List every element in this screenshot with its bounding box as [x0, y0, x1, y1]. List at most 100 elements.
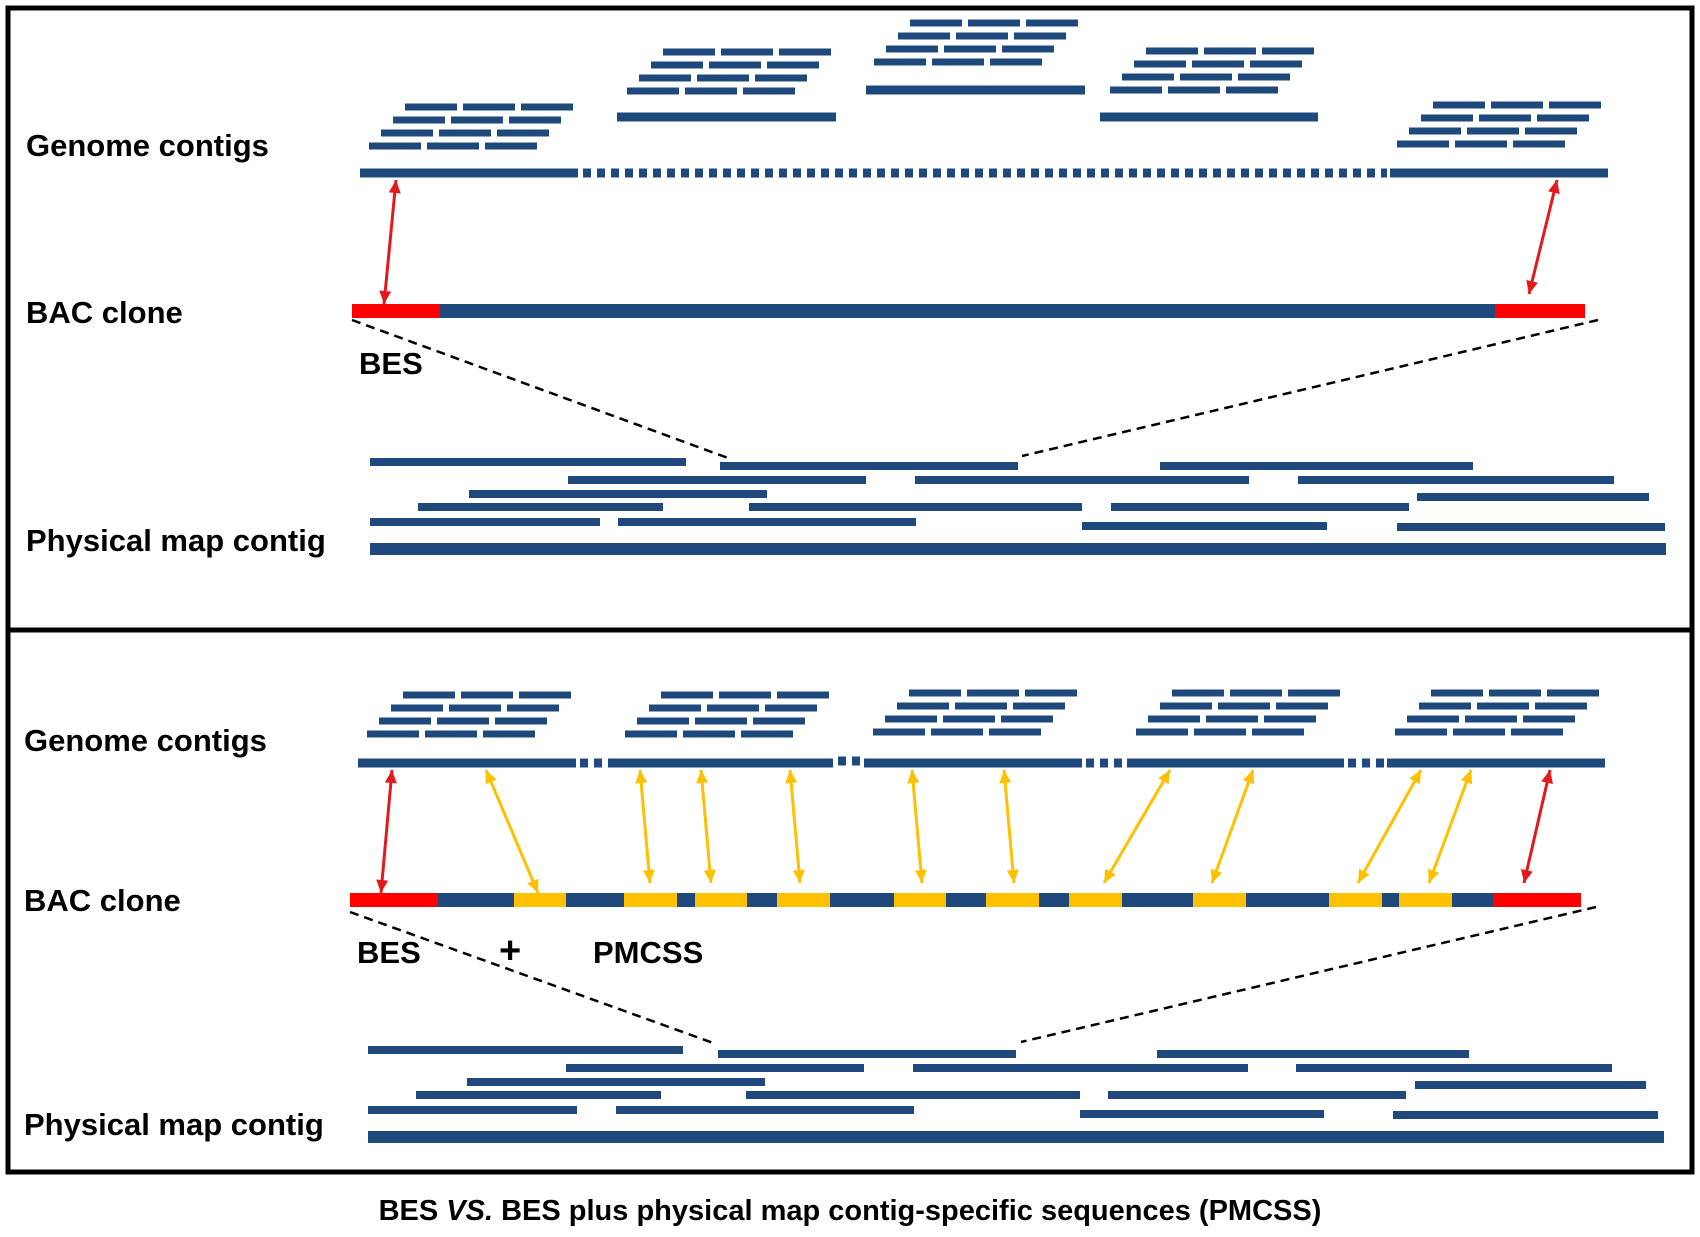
bottom-contig-cluster-5-read — [1395, 728, 1447, 736]
bottom-pmcss-arrow-head — [792, 869, 805, 883]
bottom-pmcss-arrow-head — [1358, 868, 1370, 883]
bottom-contig-cluster-1-read — [461, 691, 513, 699]
top-contig-cluster-4-read — [1204, 47, 1256, 55]
bottom-pmcss-arrow-head — [1210, 868, 1223, 883]
top-contig-cluster-5-read — [1433, 101, 1485, 109]
top-genome-contig-left — [360, 168, 578, 178]
bottom-physical-read — [416, 1091, 661, 1099]
bottom-contig-cluster-4-read — [1148, 715, 1200, 723]
top-contig-cluster-2-read — [755, 74, 807, 82]
top-bes-arrow-left — [379, 179, 401, 305]
bottom-pmcss-arrow-shaft — [1356, 769, 1423, 884]
top-contig-cluster-1-read — [463, 103, 515, 111]
top-bac-clone-body — [352, 304, 1585, 318]
bottom-physical-read — [1157, 1050, 1469, 1058]
top-contig-cluster-2-read — [743, 87, 795, 95]
top-contig-cluster-3-read — [898, 32, 950, 40]
top-contig-cluster-4-read — [1192, 60, 1244, 68]
caption-part1: BES — [379, 1195, 447, 1227]
bottom-contig-cluster-1-read — [403, 691, 455, 699]
bottom-pmcss-arrow-shaft — [788, 769, 802, 884]
top-contig-cluster-5-read — [1409, 127, 1461, 135]
bottom-physical-read — [616, 1106, 914, 1114]
bottom-pmcss-arrow — [635, 769, 655, 884]
top-bes-left — [352, 304, 440, 318]
bottom-pmcss-arrow-head — [642, 869, 655, 883]
bottom-contig-cluster-5-read — [1419, 702, 1471, 710]
top-bes-arrow-right-shaft — [1527, 179, 1559, 295]
top-contig-cluster-1-read — [439, 129, 491, 137]
bottom-contig-cluster-4-read — [1230, 689, 1282, 697]
bottom-guide-lines — [349, 905, 1597, 1046]
top-contig-cluster-1-read — [485, 142, 537, 150]
bottom-pmcss-arrow-head — [1427, 868, 1440, 883]
top-bac-clone-label: BAC clone — [26, 295, 183, 330]
top-contig-cluster-3-read — [874, 58, 926, 66]
bottom-pmcss-segment — [777, 893, 830, 907]
top-genome-contigs-label: Genome contigs — [26, 128, 269, 163]
bottom-contig-cluster-1-read — [425, 730, 477, 738]
bottom-contig-cluster-1-read — [449, 704, 501, 712]
bottom-pmcss-segment — [695, 893, 747, 907]
top-guide-left — [351, 318, 729, 460]
bottom-contig-cluster-3-read — [1013, 702, 1065, 710]
top-contig-cluster-1-read — [381, 129, 433, 137]
top-contig-cluster-1-read — [497, 129, 549, 137]
bottom-bes-arrow-right-head — [1541, 770, 1553, 785]
top-bes-arrow-right-head — [1526, 279, 1538, 294]
top-contig-cluster-2-read — [721, 48, 773, 56]
top-bac-clone — [352, 304, 1585, 318]
top-contig-cluster-5-read — [1537, 114, 1589, 122]
bottom-contig-cluster-4-read — [1252, 728, 1304, 736]
bottom-contig-cluster-4-read — [1172, 689, 1224, 697]
bottom-pmcss-arrow-head — [785, 770, 798, 784]
bottom-contig-cluster-5-read — [1407, 715, 1459, 723]
top-genome-contig-right — [1390, 168, 1608, 178]
bottom-pmcss-arrow-shaft — [699, 769, 713, 884]
bottom-physical-read — [368, 1046, 683, 1054]
bottom-physical-read — [913, 1064, 1248, 1072]
top-bes-arrow-left-head — [388, 180, 401, 194]
bottom-bac-clone — [350, 893, 1581, 907]
bottom-pmcss-segment — [894, 893, 946, 907]
top-physical-read — [568, 476, 866, 484]
top-contig-cluster-5-read — [1397, 140, 1449, 148]
top-physical-read — [1160, 462, 1473, 470]
top-contig-cluster-2-base — [617, 112, 836, 122]
top-bes-label: BES — [359, 346, 423, 381]
bottom-physical-contig-base — [368, 1131, 1664, 1143]
bottom-pmcss-arrow-shaft — [1427, 769, 1473, 884]
bottom-contig-cluster-3-read — [909, 689, 961, 697]
bottom-contig-cluster-2-read — [637, 717, 689, 725]
bottom-pmcss-arrow-head — [696, 770, 709, 784]
top-contig-cluster-1-read — [521, 103, 573, 111]
bottom-pmcss-arrow-shaft — [638, 769, 652, 884]
bottom-contig-cluster-3-read — [1001, 715, 1053, 723]
figure-caption: BES VS. BES plus physical map contig-spe… — [379, 1195, 1322, 1227]
bottom-contig-cluster-2-read — [683, 730, 735, 738]
bottom-bes-arrow-left-head — [384, 770, 397, 784]
bottom-contig-cluster-5-read — [1477, 702, 1529, 710]
bottom-genome-contig-3 — [864, 758, 1082, 768]
bottom-physical-read — [1415, 1081, 1646, 1089]
top-contig-cluster-5-read — [1455, 140, 1507, 148]
bottom-bes-arrow-left-head — [376, 879, 389, 893]
bottom-contig-cluster-3-read — [989, 728, 1041, 736]
bottom-pmcss-arrow-shaft — [1102, 769, 1172, 884]
top-contig-cluster-5-read — [1467, 127, 1519, 135]
bottom-physical-read — [1296, 1064, 1612, 1072]
top-contig-cluster-1-read — [369, 142, 421, 150]
bottom-guide-left — [349, 910, 717, 1046]
bottom-pmcss-segment — [1399, 893, 1452, 907]
bottom-pmcss-segment — [624, 893, 677, 907]
bottom-contig-cluster-3-read — [885, 715, 937, 723]
bottom-contig-cluster-1-read — [495, 717, 547, 725]
top-physical-read — [1397, 523, 1665, 531]
bottom-pmcss-arrow — [1210, 769, 1255, 884]
bottom-physical-read — [467, 1078, 765, 1086]
bottom-contig-cluster-3-read — [967, 689, 1019, 697]
top-contig-cluster-3-base — [866, 85, 1085, 95]
top-physical-read — [1082, 522, 1327, 530]
top-contig-cluster-3-read — [956, 32, 1008, 40]
